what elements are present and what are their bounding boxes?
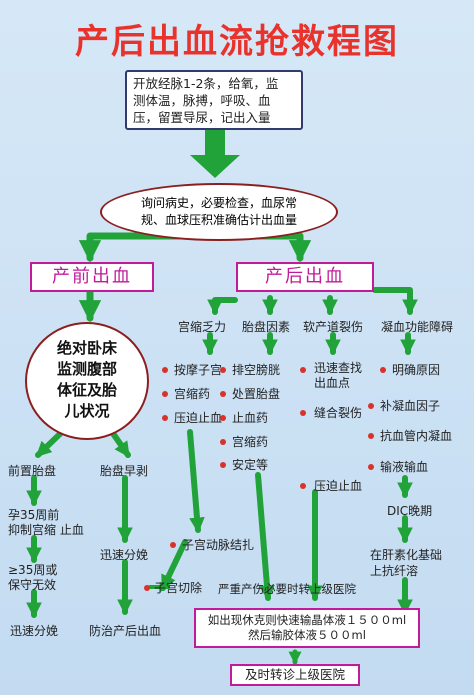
initial-measures-line: 开放经脉1-2条，给氧，监 <box>133 76 279 91</box>
previa-end-label: 迅速分娩 <box>10 624 59 638</box>
laceration-step-line: 出血点 <box>314 376 351 390</box>
arrow-placenta-down <box>255 472 275 602</box>
coag-step: DIC晚期 <box>387 504 433 518</box>
placenta-step: 宫缩药 <box>232 435 269 449</box>
circle-line: 儿状况 <box>64 402 110 420</box>
arrow-to-abruption <box>109 429 131 458</box>
bullet-dot <box>220 439 226 445</box>
placenta-step: 排空膀胱 <box>232 363 281 377</box>
arrow-atony-down <box>187 429 205 534</box>
arrow-to-previa <box>35 429 65 458</box>
abruption-step-label: 迅速分娩 <box>100 548 149 562</box>
postpartum-box: 产后出血 <box>236 262 374 292</box>
arrow-to-atony <box>207 297 238 316</box>
coag-step: 抗血管内凝血 <box>380 429 453 443</box>
bullet-dot <box>220 367 226 373</box>
bullet-dot <box>368 403 374 409</box>
bullet-dot <box>144 585 150 591</box>
bullet-dot <box>300 367 306 373</box>
initial-measures-box: 开放经脉1-2条，给氧，监 测体温，脉搏，呼吸、血 压，留置导尿，记出入量 <box>125 70 303 130</box>
bullet-dot <box>220 391 226 397</box>
atony-step: 按摩子宫 <box>174 363 223 377</box>
history-line: 规、血球压积准确估计出血量 <box>140 213 297 227</box>
history-ellipse: 询问病史，必要检查，血尿常 规、血球压积准确估计出血量 <box>100 183 338 241</box>
cause-atony: 宫缩乏力 <box>178 320 227 334</box>
hysterectomy-label: 子宫切除 <box>154 581 203 595</box>
history-line: 询问病史，必要检查，血尿常 <box>140 196 297 210</box>
antepartum-care-circle: 绝对卧床 监测腹部 体征及胎 儿状况 <box>25 322 149 440</box>
previa-ge35-line: 保守无效 <box>8 578 57 592</box>
postpartum-label: 产后出血 <box>265 266 345 287</box>
previa-ge35-line: ≥35周或 <box>8 563 58 577</box>
cause-placenta: 胎盘因素 <box>242 320 291 334</box>
bullet-dot <box>162 415 168 421</box>
previa-lt35-line: 抑制宫缩 止血 <box>8 523 84 537</box>
coag-step: 明确原因 <box>392 363 441 377</box>
circle-line: 绝对卧床 <box>56 339 117 357</box>
page-title: 产后出血流抢救程图 <box>75 22 399 62</box>
bullet-dot <box>220 415 226 421</box>
bullet-dot <box>170 542 176 548</box>
laceration-step: 迅速查找 出血点 <box>314 361 362 391</box>
circle-line: 体征及胎 <box>56 381 117 399</box>
laceration-step: 缝合裂伤 <box>314 406 363 420</box>
bullet-dot <box>368 433 374 439</box>
bullet-dot <box>162 391 168 397</box>
big-arrow <box>190 127 240 178</box>
coag-step: 补凝血因子 <box>380 399 441 413</box>
previa-ge35-text: ≥35周或 保守无效 <box>8 563 57 593</box>
antepartum-label: 产前出血 <box>52 266 132 287</box>
arrow-to-hysterectomy <box>160 539 188 591</box>
arrow-to-postpartum <box>251 232 312 263</box>
abruption-label: 胎盘早剥 <box>100 464 149 478</box>
previa-lt35-text: 孕35周前 抑制宫缩 止血 <box>8 508 84 538</box>
previa-lt35-line: 孕35周前 <box>8 508 60 522</box>
shock-fluid-line: 然后输胶体液５００ml <box>248 628 366 642</box>
coag-step-line: 在肝素化基础 <box>370 548 443 562</box>
placenta-step: 处置胎盘 <box>232 387 281 401</box>
atony-step: 压迫止血 <box>174 411 223 425</box>
final-transfer-label: 及时转诊上级医院 <box>244 667 345 682</box>
coag-step: 在肝素化基础 上抗纤溶 <box>370 547 442 579</box>
bullet-dot <box>300 410 306 416</box>
bullet-dot <box>300 483 306 489</box>
bullet-dot <box>368 464 374 470</box>
initial-measures-line: 测体温，脉搏，呼吸、血 <box>133 93 271 108</box>
transfer-note: 严重产伤必要时转上级医院 <box>218 582 356 596</box>
bullet-dot <box>380 367 386 373</box>
coag-step: 输液输血 <box>380 460 429 474</box>
placenta-previa-label: 前置胎盘 <box>8 464 57 478</box>
final-transfer-box: 及时转诊上级医院 <box>230 664 360 686</box>
coag-step-line: 上抗纤溶 <box>370 564 419 578</box>
placenta-step: 止血药 <box>232 411 269 425</box>
placenta-step: 安定等 <box>232 458 269 472</box>
circle-line: 监测腹部 <box>56 360 117 378</box>
arrow-to-coag <box>372 287 418 316</box>
bullet-dot <box>162 367 168 373</box>
atony-step: 宫缩药 <box>174 387 211 401</box>
cause-coagulation: 凝血功能障碍 <box>381 320 454 334</box>
initial-measures-line: 压，留置导尿，记出入量 <box>133 110 271 125</box>
laceration-step: 压迫止血 <box>314 479 363 493</box>
cause-laceration: 软产道裂伤 <box>303 320 364 334</box>
laceration-step-line: 迅速查找 <box>314 361 363 375</box>
shock-fluid-box: 如出现休克则快速输晶体液１５００ml 然后输胶体液５００ml <box>194 608 420 648</box>
antepartum-box: 产前出血 <box>30 262 154 292</box>
bullet-dot <box>220 462 226 468</box>
abruption-end-label: 防治产后出血 <box>89 624 162 638</box>
shock-fluid-line: 如出现休克则快速输晶体液１５００ml <box>207 613 407 627</box>
artery-ligation-label: 子宫动脉结扎 <box>182 538 255 552</box>
